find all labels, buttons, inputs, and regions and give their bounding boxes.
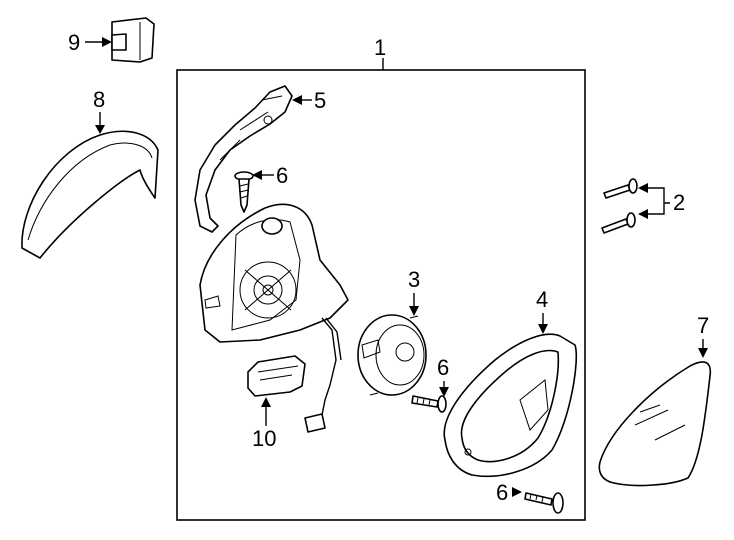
part-1-mirror-base — [199, 203, 349, 433]
part-10-puddle-lamp — [247, 355, 306, 397]
callout-2: 2 — [673, 190, 685, 215]
part-6-screw-middle — [411, 395, 447, 413]
part-5-turn-signal-lamp — [194, 85, 293, 233]
assembly-frame — [176, 69, 586, 521]
part-4-mirror-housing — [443, 333, 578, 478]
callout-3: 3 — [408, 267, 420, 292]
callout-1: 1 — [374, 35, 386, 60]
callout-5: 5 — [314, 88, 326, 113]
callout-6-bottom: 6 — [496, 480, 508, 505]
part-6-screw-bottom — [524, 492, 564, 514]
callout-10: 10 — [252, 426, 276, 451]
part-7-mirror-glass — [598, 361, 712, 487]
callout-4: 4 — [536, 287, 548, 312]
callout-9: 9 — [68, 30, 80, 55]
callout-6-middle: 6 — [437, 355, 449, 380]
callout-6-top: 6 — [276, 163, 288, 188]
callout-8: 8 — [93, 87, 105, 112]
part-9-clip — [111, 17, 155, 63]
part-3-motor — [357, 314, 427, 396]
part-6-screw-top — [234, 171, 254, 213]
part-8-cover-cap — [21, 130, 159, 259]
callout-7: 7 — [697, 313, 709, 338]
part-2-bolts — [601, 178, 638, 234]
